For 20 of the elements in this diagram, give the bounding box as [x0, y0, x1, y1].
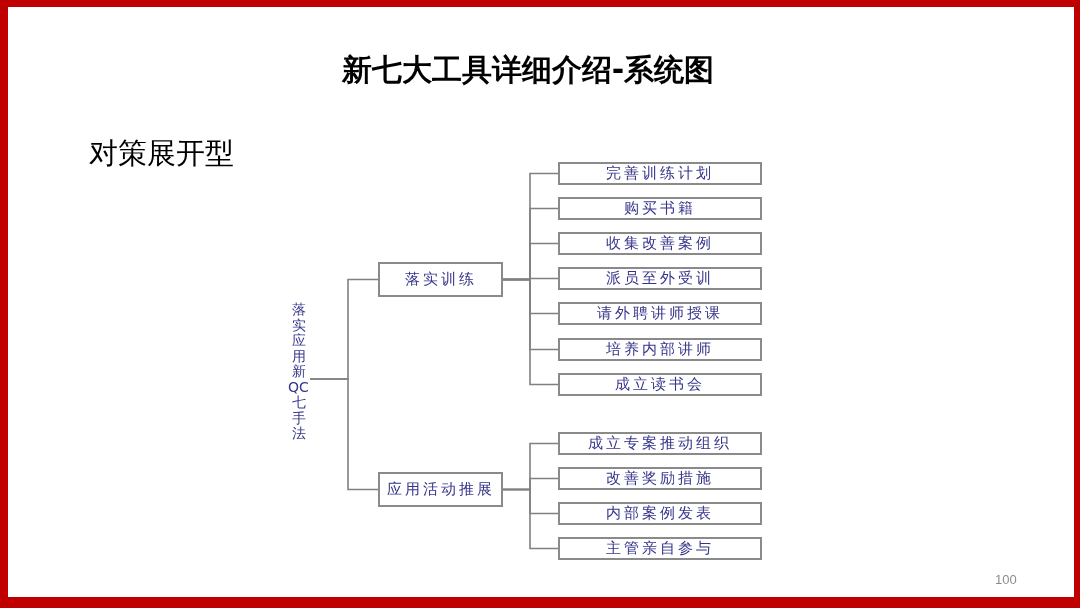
connector-line [502, 488, 559, 550]
process-box: 内部案例发表 [558, 502, 762, 525]
connector-line [502, 278, 559, 386]
process-box: 成立专案推动组织 [558, 432, 762, 455]
process-box: 收集改善案例 [558, 232, 762, 255]
process-box: 改善奖励措施 [558, 467, 762, 490]
vertical-label: 落实应用新QC七手法 [287, 302, 310, 442]
process-box: 派员至外受训 [558, 267, 762, 290]
subtitle-text: 对策展开型 [89, 136, 234, 171]
slide-title: 新七大工具详细介绍-系统图 [341, 52, 715, 88]
process-box: 购买书籍 [558, 197, 762, 220]
page-number: 100 [995, 572, 1017, 588]
connector-line [309, 378, 379, 491]
process-box: 成立读书会 [558, 373, 762, 396]
process-box: 完善训练计划 [558, 162, 762, 185]
process-box: 落实训练 [378, 262, 503, 297]
process-box: 应用活动推展 [378, 472, 503, 507]
process-box: 培养内部讲师 [558, 338, 762, 361]
process-box: 请外聘讲师授课 [558, 302, 762, 325]
process-box: 主管亲自参与 [558, 537, 762, 560]
